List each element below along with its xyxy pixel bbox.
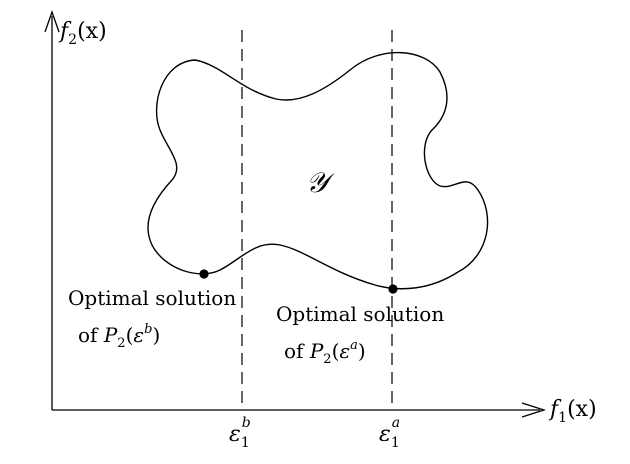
tick-label-epsilon-b: ε1b — [229, 415, 251, 451]
y-axis-arrowhead — [44, 10, 60, 33]
feasible-region-outline — [147, 51, 489, 290]
x-axis-arrowhead — [521, 402, 547, 418]
optimal-solution-a-line1: Optimal solution — [276, 302, 444, 326]
tick-label-epsilon-a: ε1a — [379, 415, 400, 451]
optimal-solution-b-line2: of P2(εb) — [78, 322, 160, 351]
optimal-solution-a-line2: of P2(εa) — [284, 338, 366, 367]
optimal-point-a — [388, 284, 398, 294]
y-axis-label: f2(x) — [58, 19, 107, 48]
optimal-solution-b-line1: Optimal solution — [68, 286, 236, 310]
region-label: 𝒴 — [306, 166, 335, 199]
x-axis-label: f1(x) — [548, 397, 597, 426]
optimal-point-b — [199, 269, 209, 279]
